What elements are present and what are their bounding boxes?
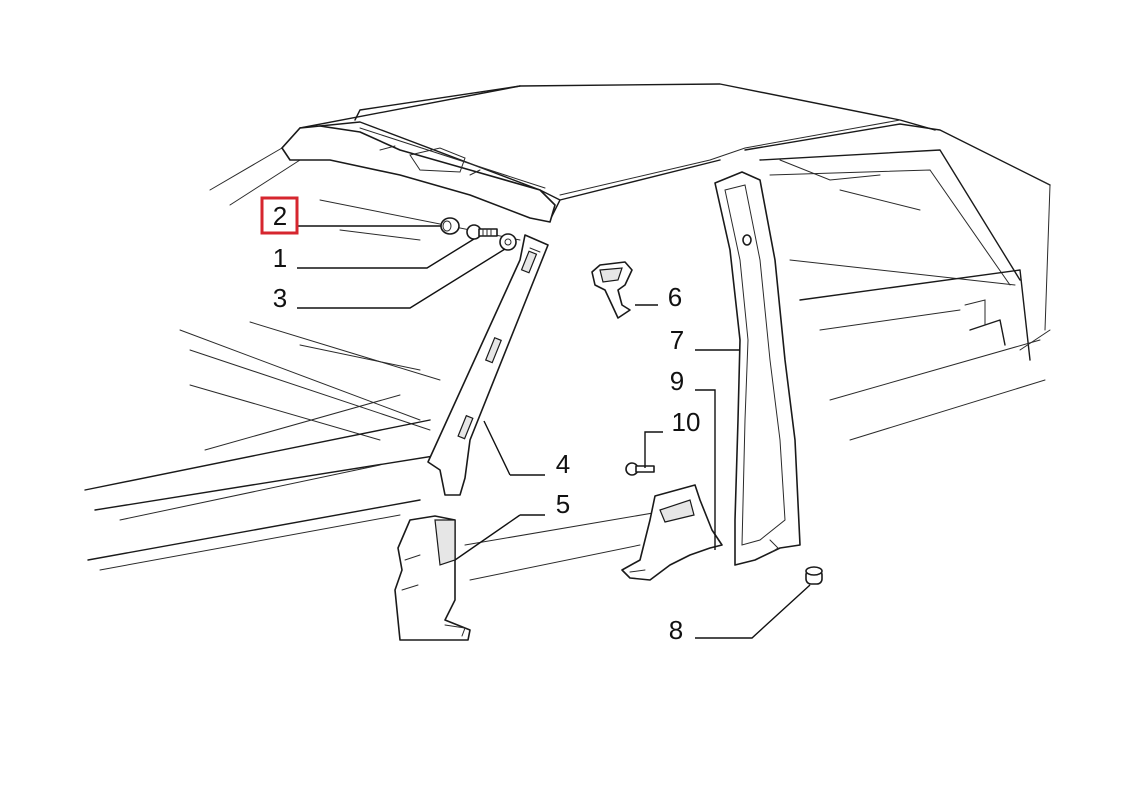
leader-10 bbox=[644, 431, 663, 468]
part-10-screw bbox=[625, 462, 655, 476]
callout-9: 9 bbox=[670, 366, 684, 396]
callout-4: 4 bbox=[556, 449, 570, 479]
part-3-washer bbox=[499, 233, 517, 251]
leader-9 bbox=[695, 389, 716, 550]
callout-5: 5 bbox=[556, 489, 570, 519]
part-4-a-pillar-trim bbox=[427, 234, 549, 496]
part-5-kick-panel bbox=[394, 515, 471, 641]
part-8-plug bbox=[805, 566, 823, 585]
part-1-screw bbox=[466, 224, 498, 240]
callout-8: 8 bbox=[669, 615, 683, 645]
roof-trim-part bbox=[281, 125, 556, 223]
leader-lines bbox=[297, 225, 811, 639]
part-2-cap bbox=[440, 217, 460, 235]
callout-3: 3 bbox=[273, 283, 287, 313]
leader-3 bbox=[297, 248, 506, 309]
leader-8 bbox=[695, 584, 811, 639]
part-6-belt-guide bbox=[591, 261, 633, 319]
callout-labels: 2 1 3 4 5 6 7 9 10 8 bbox=[273, 201, 701, 645]
callout-7: 7 bbox=[670, 325, 684, 355]
callout-1: 1 bbox=[273, 243, 287, 273]
callout-2: 2 bbox=[273, 201, 287, 231]
callout-2-highlight bbox=[260, 196, 299, 235]
part-9-lower-trim bbox=[621, 484, 723, 581]
part-7-b-pillar-trim bbox=[714, 171, 801, 566]
leader-4 bbox=[483, 420, 545, 476]
leader-1 bbox=[297, 238, 475, 269]
leader-5 bbox=[454, 514, 545, 561]
callout-6: 6 bbox=[668, 282, 682, 312]
callout-10: 10 bbox=[672, 407, 701, 437]
